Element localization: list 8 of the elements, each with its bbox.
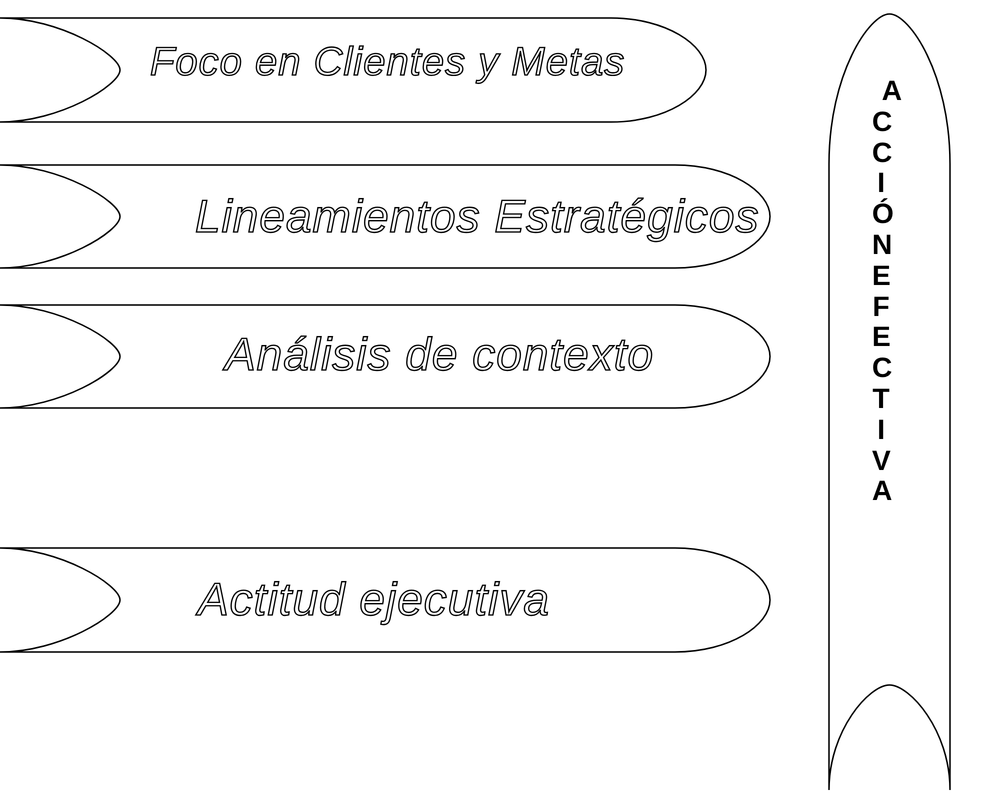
arrow-label: Foco en Clientes y Metas (150, 40, 626, 85)
right-arrow-shape (0, 547, 771, 653)
right-arrow-shape (0, 17, 707, 123)
right-arrow-shape (0, 164, 771, 269)
upward-arrow-shape (828, 13, 951, 791)
arrow-label: Lineamientos Estratégicos (195, 189, 760, 243)
right-arrow-shape (0, 304, 771, 409)
vertical-label: ACCIÓN EFECTIVA (872, 76, 900, 508)
